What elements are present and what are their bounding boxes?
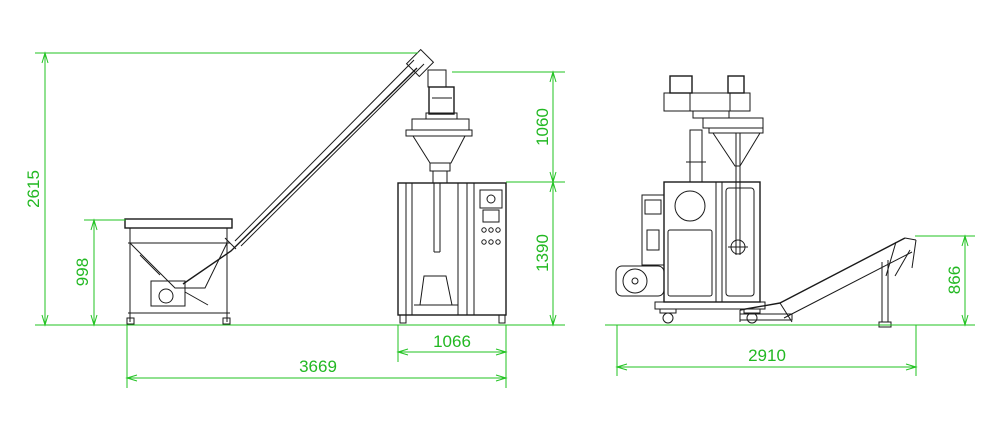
dim-conveyor-height: 866 bbox=[945, 266, 964, 294]
dim-total-height: 2615 bbox=[24, 170, 43, 208]
screw-feeder-view bbox=[124, 48, 447, 325]
hopper bbox=[124, 218, 233, 325]
dimension-lines bbox=[35, 51, 975, 388]
dim-total-length-front: 2910 bbox=[748, 346, 786, 365]
dim-hopper-height: 998 bbox=[73, 258, 92, 286]
dim-machine-height: 1390 bbox=[533, 234, 552, 272]
output-conveyor bbox=[739, 237, 917, 328]
vffs-machine-front bbox=[615, 75, 766, 324]
dim-filler-height: 1060 bbox=[533, 108, 552, 146]
screw-conveyor bbox=[182, 48, 447, 285]
vffs-machine-side bbox=[397, 86, 507, 324]
dim-total-length-side: 3669 bbox=[299, 357, 337, 376]
dim-machine-width: 1066 bbox=[433, 332, 471, 351]
